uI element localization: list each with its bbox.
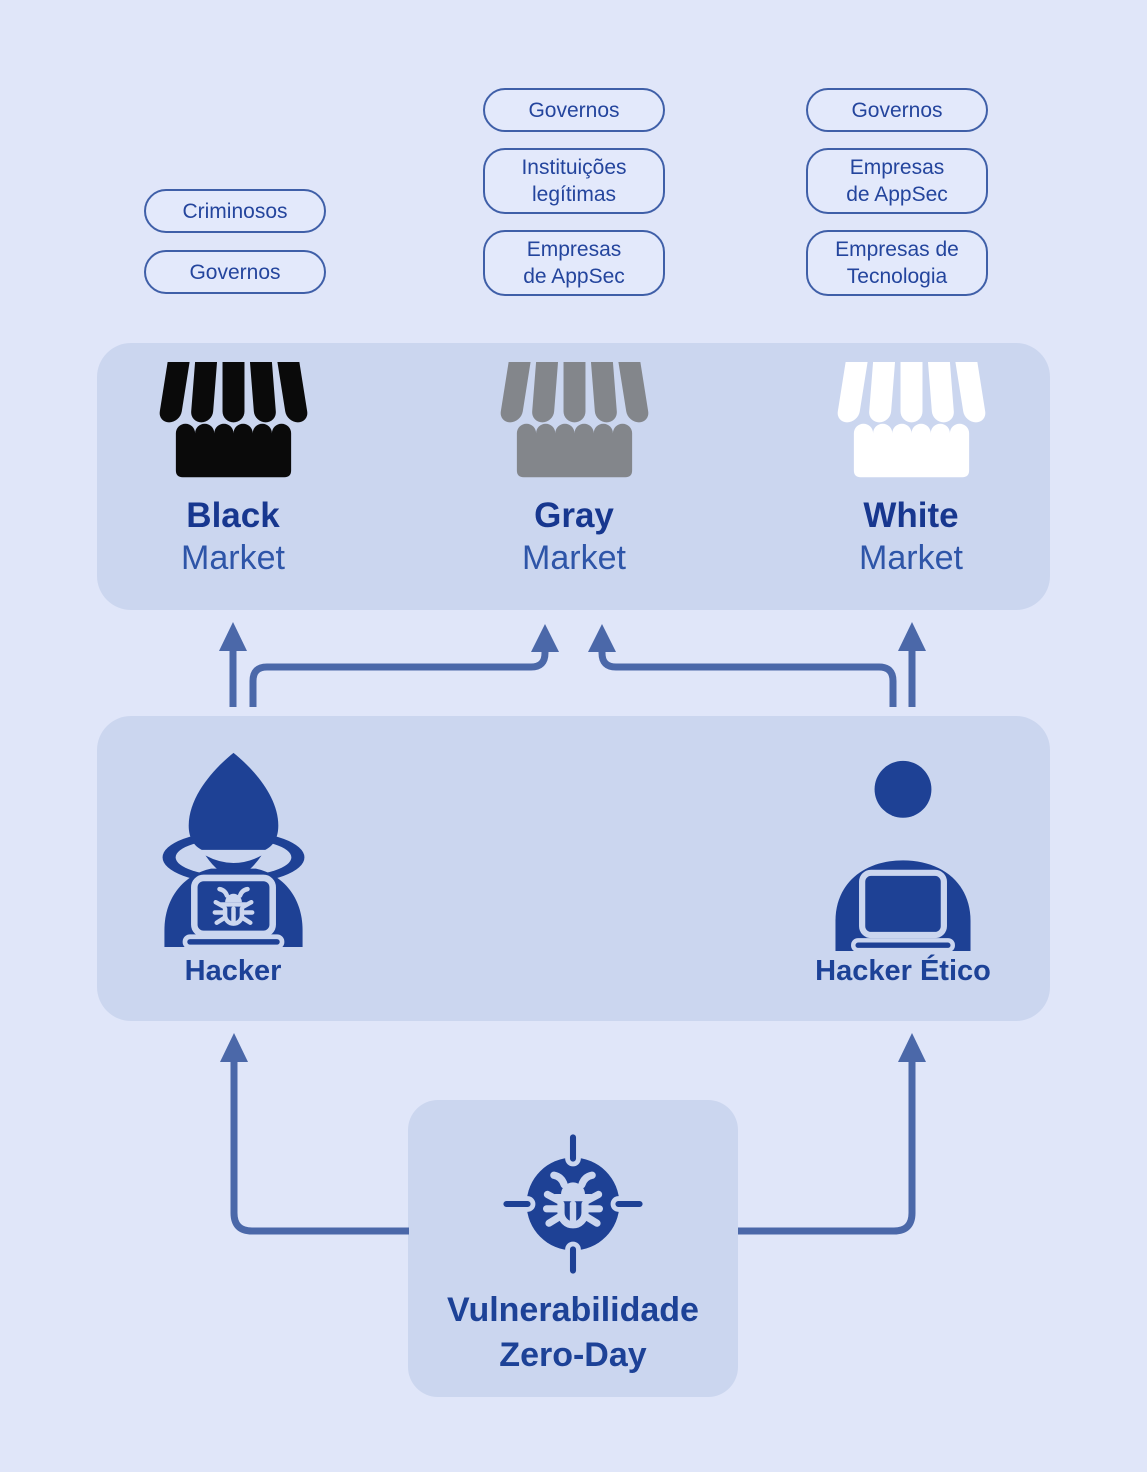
- buyer-pill-label: Empresas de AppSec: [846, 156, 948, 206]
- buyer-pill-label: Governos: [851, 98, 943, 122]
- arrow-zeroday-to-etico: [738, 1062, 916, 1235]
- buyer-group-white-market: Governos Empresas de AppSec Empresas de …: [806, 88, 988, 296]
- market-subtitle: Market: [181, 539, 285, 577]
- buyer-pill-label: Empresas de AppSec: [523, 238, 625, 288]
- arrowhead: [898, 622, 926, 651]
- market-white: White Market: [791, 362, 1031, 580]
- market-subtitle: Market: [522, 539, 626, 577]
- bug-crosshair-target-icon: [498, 1129, 648, 1279]
- buyer-group-gray-market: Governos Instituições legítimas Empresas…: [483, 88, 665, 296]
- buyer-pill-label: Governos: [528, 98, 620, 122]
- market-title-gray: Gray: [534, 496, 614, 535]
- market-title-white: White: [863, 496, 959, 535]
- market-title-black: Black: [186, 496, 280, 535]
- buyer-pill-criminosos: Criminosos: [144, 189, 326, 233]
- market-black: Black Market: [113, 362, 353, 580]
- market-gray: Gray Market: [454, 362, 694, 580]
- arrowhead: [220, 1033, 248, 1062]
- buyer-pill-governos-black: Governos: [144, 250, 326, 294]
- arrowhead: [588, 624, 616, 652]
- buyer-group-black-market: Criminosos Governos: [144, 189, 326, 294]
- arrowhead: [898, 1033, 926, 1062]
- hooded-hacker-laptop-bug-icon: [162, 752, 305, 947]
- buyer-pill-empresas-appsec-gray: Empresas de AppSec: [483, 230, 665, 296]
- buyer-pill-empresas-tecnologia: Empresas de Tecnologia: [806, 230, 988, 296]
- arrow-etico-to-gray-market: [598, 651, 897, 707]
- arrow-zeroday-to-hacker: [230, 1062, 409, 1235]
- person-laptop-icon: [835, 760, 971, 951]
- storefront-icon: [837, 362, 985, 478]
- zero-day-title-line2: Zero-Day: [499, 1336, 647, 1374]
- arrowhead: [531, 624, 559, 652]
- arrowhead: [219, 622, 247, 651]
- buyer-pill-label: Criminosos: [182, 199, 288, 223]
- buyer-pill-instituicoes-legitimas: Instituições legítimas: [483, 148, 665, 214]
- buyer-pill-label: Instituições legítimas: [521, 156, 627, 206]
- buyer-pill-governos-white: Governos: [806, 88, 988, 132]
- storefront-icon: [500, 362, 648, 478]
- storefront-icon: [159, 362, 307, 478]
- market-subtitle: Market: [859, 539, 963, 577]
- buyer-pill-label: Empresas de Tecnologia: [835, 238, 959, 288]
- buyer-pill-governos-gray: Governos: [483, 88, 665, 132]
- actor-label-hacker-etico: Hacker Ético: [815, 955, 991, 987]
- buyer-pill-empresas-appsec-white: Empresas de AppSec: [806, 148, 988, 214]
- zero-day-box: Vulnerabilidade Zero-Day: [408, 1100, 738, 1397]
- zero-day-title-line1: Vulnerabilidade: [447, 1291, 699, 1329]
- buyer-pill-label: Governos: [189, 260, 281, 284]
- actor-label-hacker: Hacker: [184, 955, 282, 987]
- arrow-hacker-to-gray-market: [249, 651, 549, 707]
